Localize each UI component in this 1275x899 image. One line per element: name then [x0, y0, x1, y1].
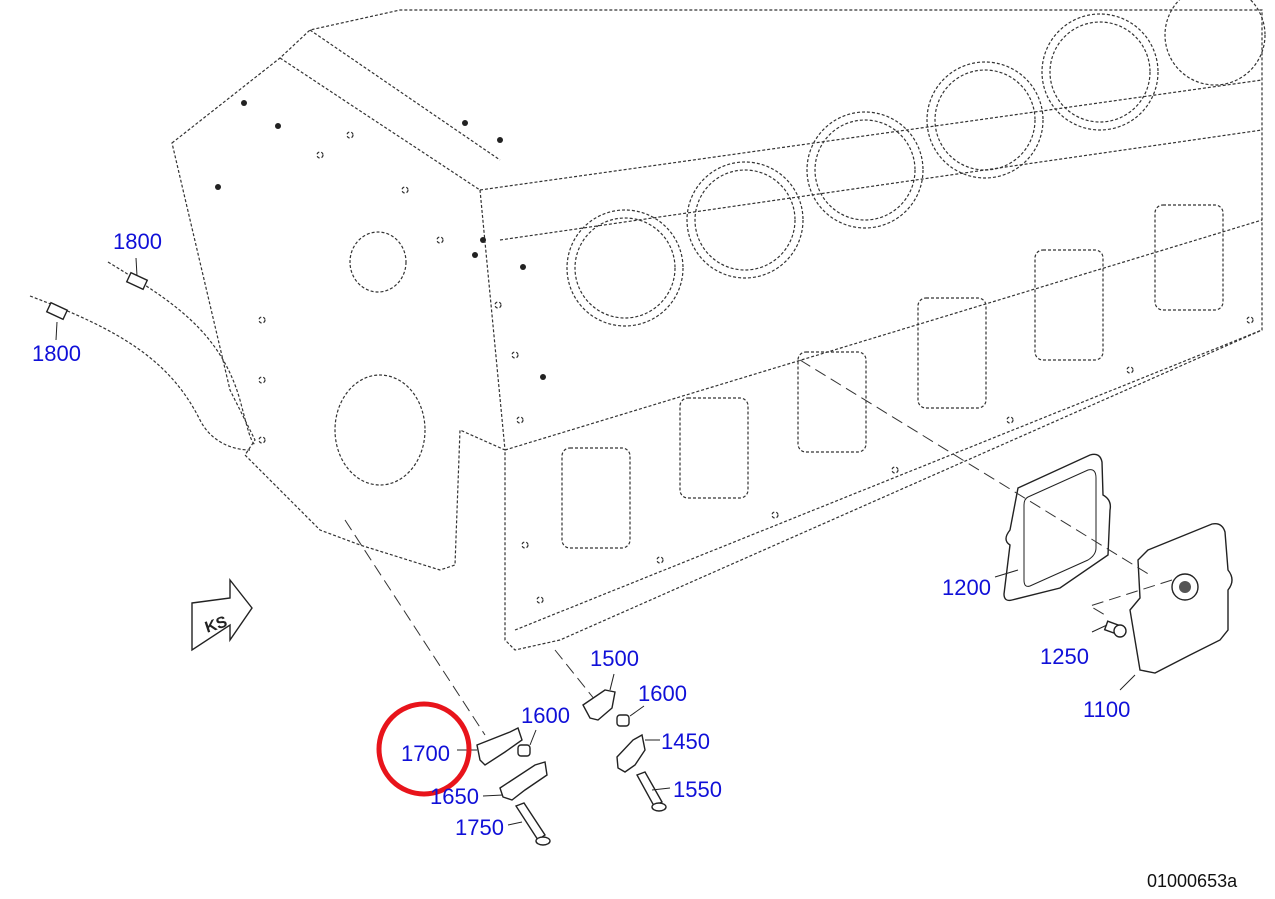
bolt-1550: [635, 771, 667, 812]
callout-1600[interactable]: 1600: [638, 681, 687, 706]
engine-block: [171, 0, 1266, 651]
direction-marker-label: KS: [203, 614, 230, 637]
callout-1500[interactable]: 1500: [590, 646, 639, 671]
nut-1600-right: [616, 714, 630, 727]
bracket-1450: [616, 733, 646, 773]
document-id: 01000653a: [1147, 871, 1238, 891]
callout-1200[interactable]: 1200: [942, 575, 991, 600]
pipe-1800: [29, 261, 256, 451]
callout-1650[interactable]: 1650: [430, 784, 479, 809]
callout-1100[interactable]: 1100: [1083, 697, 1131, 722]
callout-1750[interactable]: 1750: [455, 815, 504, 840]
callout-1550[interactable]: 1550: [673, 777, 722, 802]
callout-1250[interactable]: 1250: [1040, 644, 1089, 669]
callout-1600[interactable]: 1600: [521, 703, 570, 728]
nut-1600-left: [517, 744, 531, 757]
callout-1450[interactable]: 1450: [661, 729, 710, 754]
bolt-1750: [514, 802, 551, 846]
gasket-1200: [1003, 453, 1112, 602]
callout-1700[interactable]: 1700: [401, 741, 450, 766]
direction-arrow-icon: KS: [191, 577, 253, 652]
bracket-1650: [499, 761, 548, 801]
leader-lines: [55, 257, 1136, 826]
bracket-1500: [582, 689, 616, 721]
callout-1800[interactable]: 1800: [32, 341, 81, 366]
bracket-1700: [476, 727, 523, 766]
bolt-1250: [1103, 620, 1127, 638]
cover-1100: [1129, 522, 1233, 674]
callout-1800[interactable]: 1800: [113, 229, 162, 254]
highlight-circle: [376, 701, 472, 797]
